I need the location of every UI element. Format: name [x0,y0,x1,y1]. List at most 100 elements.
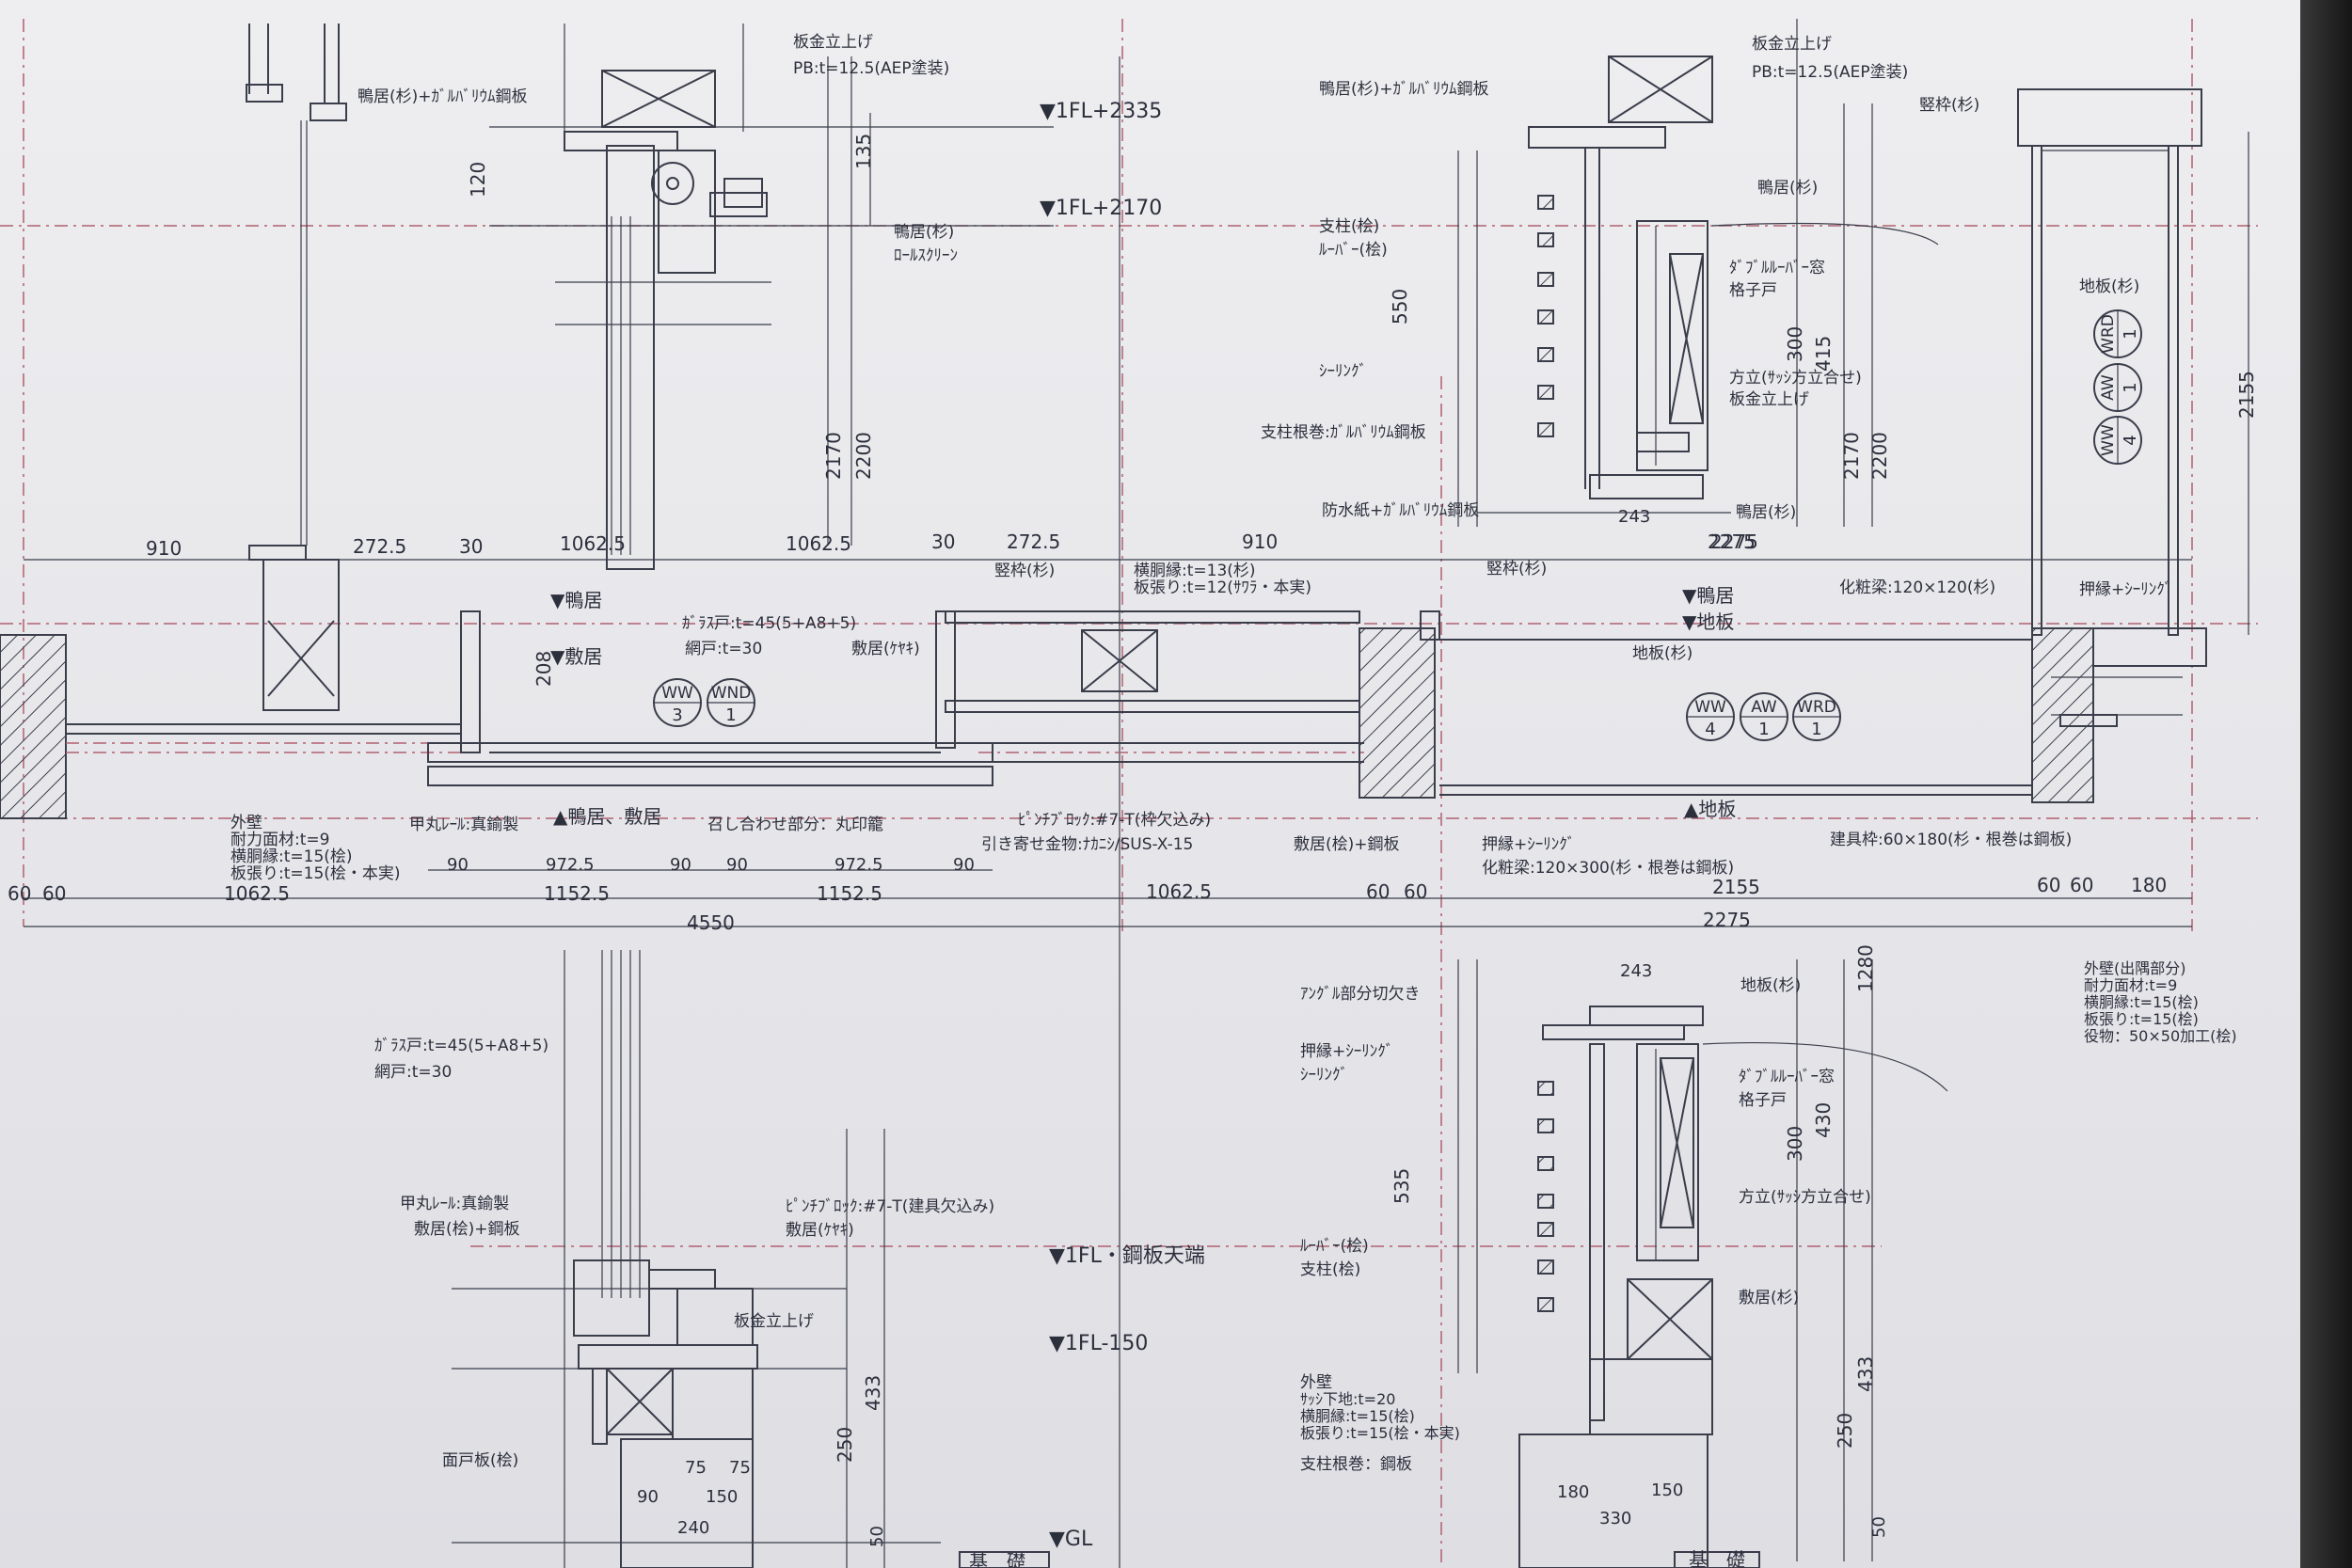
plan-section [0,545,2207,927]
dim-plan-top-3: 1062.5 [560,532,626,555]
label-br15: 支柱根巻：鋼板 [1300,1455,1412,1474]
dim-bl-433: 433 [862,1375,884,1411]
dim-br-330: 330 [1599,1509,1631,1528]
label-br6: 格子戸 [1739,1091,1787,1110]
louver-blade [1537,1156,1554,1171]
label-tr2: PB:t=12.5(AEP塗装) [1752,62,1908,82]
louver-blade [1537,1259,1554,1275]
label-bl9: 基 礎 [969,1550,1025,1568]
level-shikii: ▼敷居 [550,645,602,668]
louver-blade [1537,1222,1554,1237]
label-br11: 外壁 [1300,1373,1332,1392]
window-tag-bottom: 1 [1758,720,1769,739]
dim-tl-2170: 2170 [822,432,845,480]
window-tag-t3: WW4 [1686,692,1735,741]
window-tag-top: AW [1751,698,1777,717]
dim-plan-top-8: 2275 [1710,531,1758,553]
dim-plan-top-7: 910 [1242,531,1278,553]
dim-tr-300: 300 [1784,326,1806,362]
dim-plan-sub-3: 90 [726,855,748,875]
dim-tl-2200: 2200 [852,432,875,480]
window-tag-bottom: 1 [725,705,736,725]
label-tr14: 鴨居(杉) [1736,503,1796,522]
level-1fl-150: ▼1FL-150 [1049,1332,1148,1355]
window-tag-bottom: 1 [1811,720,1821,739]
dim-tr-550: 550 [1389,289,1411,325]
level-1fl-2335: ▼1FL+2335 [1040,100,1162,123]
top-left-head-section [246,24,1054,570]
label-br8: ﾙｰﾊﾞｰ(桧) [1300,1237,1369,1256]
label-p1: 竪枠(杉) [994,562,1055,580]
dim-plan-top-6: 272.5 [1007,531,1060,553]
dim-plan-sub-2: 90 [670,855,691,875]
label-p24: 耐力面材:t=9 [2084,976,2177,994]
label-bl6: 敷居(ｹﾔｷ) [786,1221,854,1240]
window-tag-t2: WND 1 [707,678,755,727]
label-p8: 網戸:t=30 [685,640,762,658]
louver-blade [1537,1194,1554,1209]
dim-tr-243: 243 [1618,507,1650,527]
label-tl3: 鴨居(杉)+ｶﾞﾙﾊﾞﾘｳﾑ鋼板 [358,87,528,106]
dim-row1-4: 1152.5 [817,882,882,905]
label-br1: ｱﾝｸﾞﾙ部分切欠き [1300,985,1421,1004]
label-p15: 甲丸ﾚｰﾙ:真鍮製 [409,816,518,834]
label-p5: 化粧梁:120×120(杉) [1839,578,1995,597]
level-kamoi-right: ▼鴨居 [1682,584,1734,607]
dim-bl-240: 240 [677,1518,709,1538]
label-p26: 板張り:t=15(桧) [2084,1010,2199,1028]
level-1fl-steel-top: ▼1FL・鋼板天端 [1049,1244,1205,1268]
dim-plan-sub-5: 90 [953,855,975,875]
dim-row1-2: 1062.5 [224,882,290,905]
dim-row1-11: 180 [2131,874,2167,896]
level-kamoi: ▼鴨居 [550,589,602,611]
dim-row1-10: 60 [2070,874,2093,896]
label-p11: 外壁 [230,814,262,832]
dim-tl-135: 135 [852,134,875,169]
window-tag-top: WND [711,684,752,703]
label-tl4: 鴨居(杉) [894,223,954,242]
dim-tr-2170: 2170 [1840,432,1863,480]
label-p7: ｶﾞﾗｽ戸:t=45(5+A8+5) [682,614,856,633]
dim-tr-2200: 2200 [1868,432,1891,480]
label-tr4: 鴨居(杉) [1757,179,1818,198]
label-br12: ｻｯｼ下地:t=20 [1300,1390,1395,1408]
label-p22: 建具枠:60×180(杉・根巻は鋼板) [1830,831,2072,849]
label-br2: 押縁+ｼｰﾘﾝｸﾞ [1300,1042,1393,1061]
label-p25: 横胴縁:t=15(桧) [2084,993,2199,1011]
dim-row1-3: 1152.5 [544,882,610,905]
dim-plan-sub-1: 972.5 [546,855,595,875]
louver-blade [1537,232,1554,247]
louver-blade [1537,1081,1554,1096]
text-layer: ▼1FL+2335 ▼1FL+2170 ▼1FL・鋼板天端 ▼1FL-150 ▼… [8,33,2258,1568]
label-br13: 横胴縁:t=15(桧) [1300,1407,1415,1425]
bottom-right-sill-section [1457,959,1948,1568]
dim-plan-top-1: 272.5 [353,535,406,558]
dim-br-430: 430 [1812,1102,1835,1138]
bottom-left-sill-section [452,950,1050,1568]
label-br9: 支柱(桧) [1300,1260,1360,1279]
label-tl5: ﾛｰﾙｽｸﾘｰﾝ [894,246,958,265]
louver-blades [1537,195,1554,1312]
label-tr1: 板金立上げ [1752,35,1832,54]
dim-br-180: 180 [1557,1482,1589,1502]
louver-blade [1537,422,1554,437]
dim-tl-208: 208 [532,651,555,687]
dim-tr-2155: 2155 [2235,371,2258,419]
label-tr9: ｼｰﾘﾝｸﾞ [1319,362,1367,381]
window-tag-bottom: 4 [1705,720,1715,739]
window-tag-t4: AW 1 [1740,692,1788,741]
dim-bl-75a: 75 [685,1458,707,1478]
label-p18: 引き寄せ金物:ﾅｶﾆｼ/SUS-X-15 [981,835,1193,854]
dim-plan-sub-0: 90 [447,855,469,875]
level-gl: ▼GL [1049,1528,1093,1551]
label-tr12: 支柱根巻:ｶﾞﾙﾊﾞﾘｳﾑ鋼板 [1261,423,1426,442]
label-p14: 板張り:t=15(桧・本実) [230,864,401,883]
louver-blade [1537,1297,1554,1312]
label-p4: 竪枠(杉) [1486,560,1547,578]
louver-blade [1537,347,1554,362]
level-1fl-2170: ▼1FL+2170 [1040,197,1162,220]
window-tag-top: WW [661,684,693,703]
